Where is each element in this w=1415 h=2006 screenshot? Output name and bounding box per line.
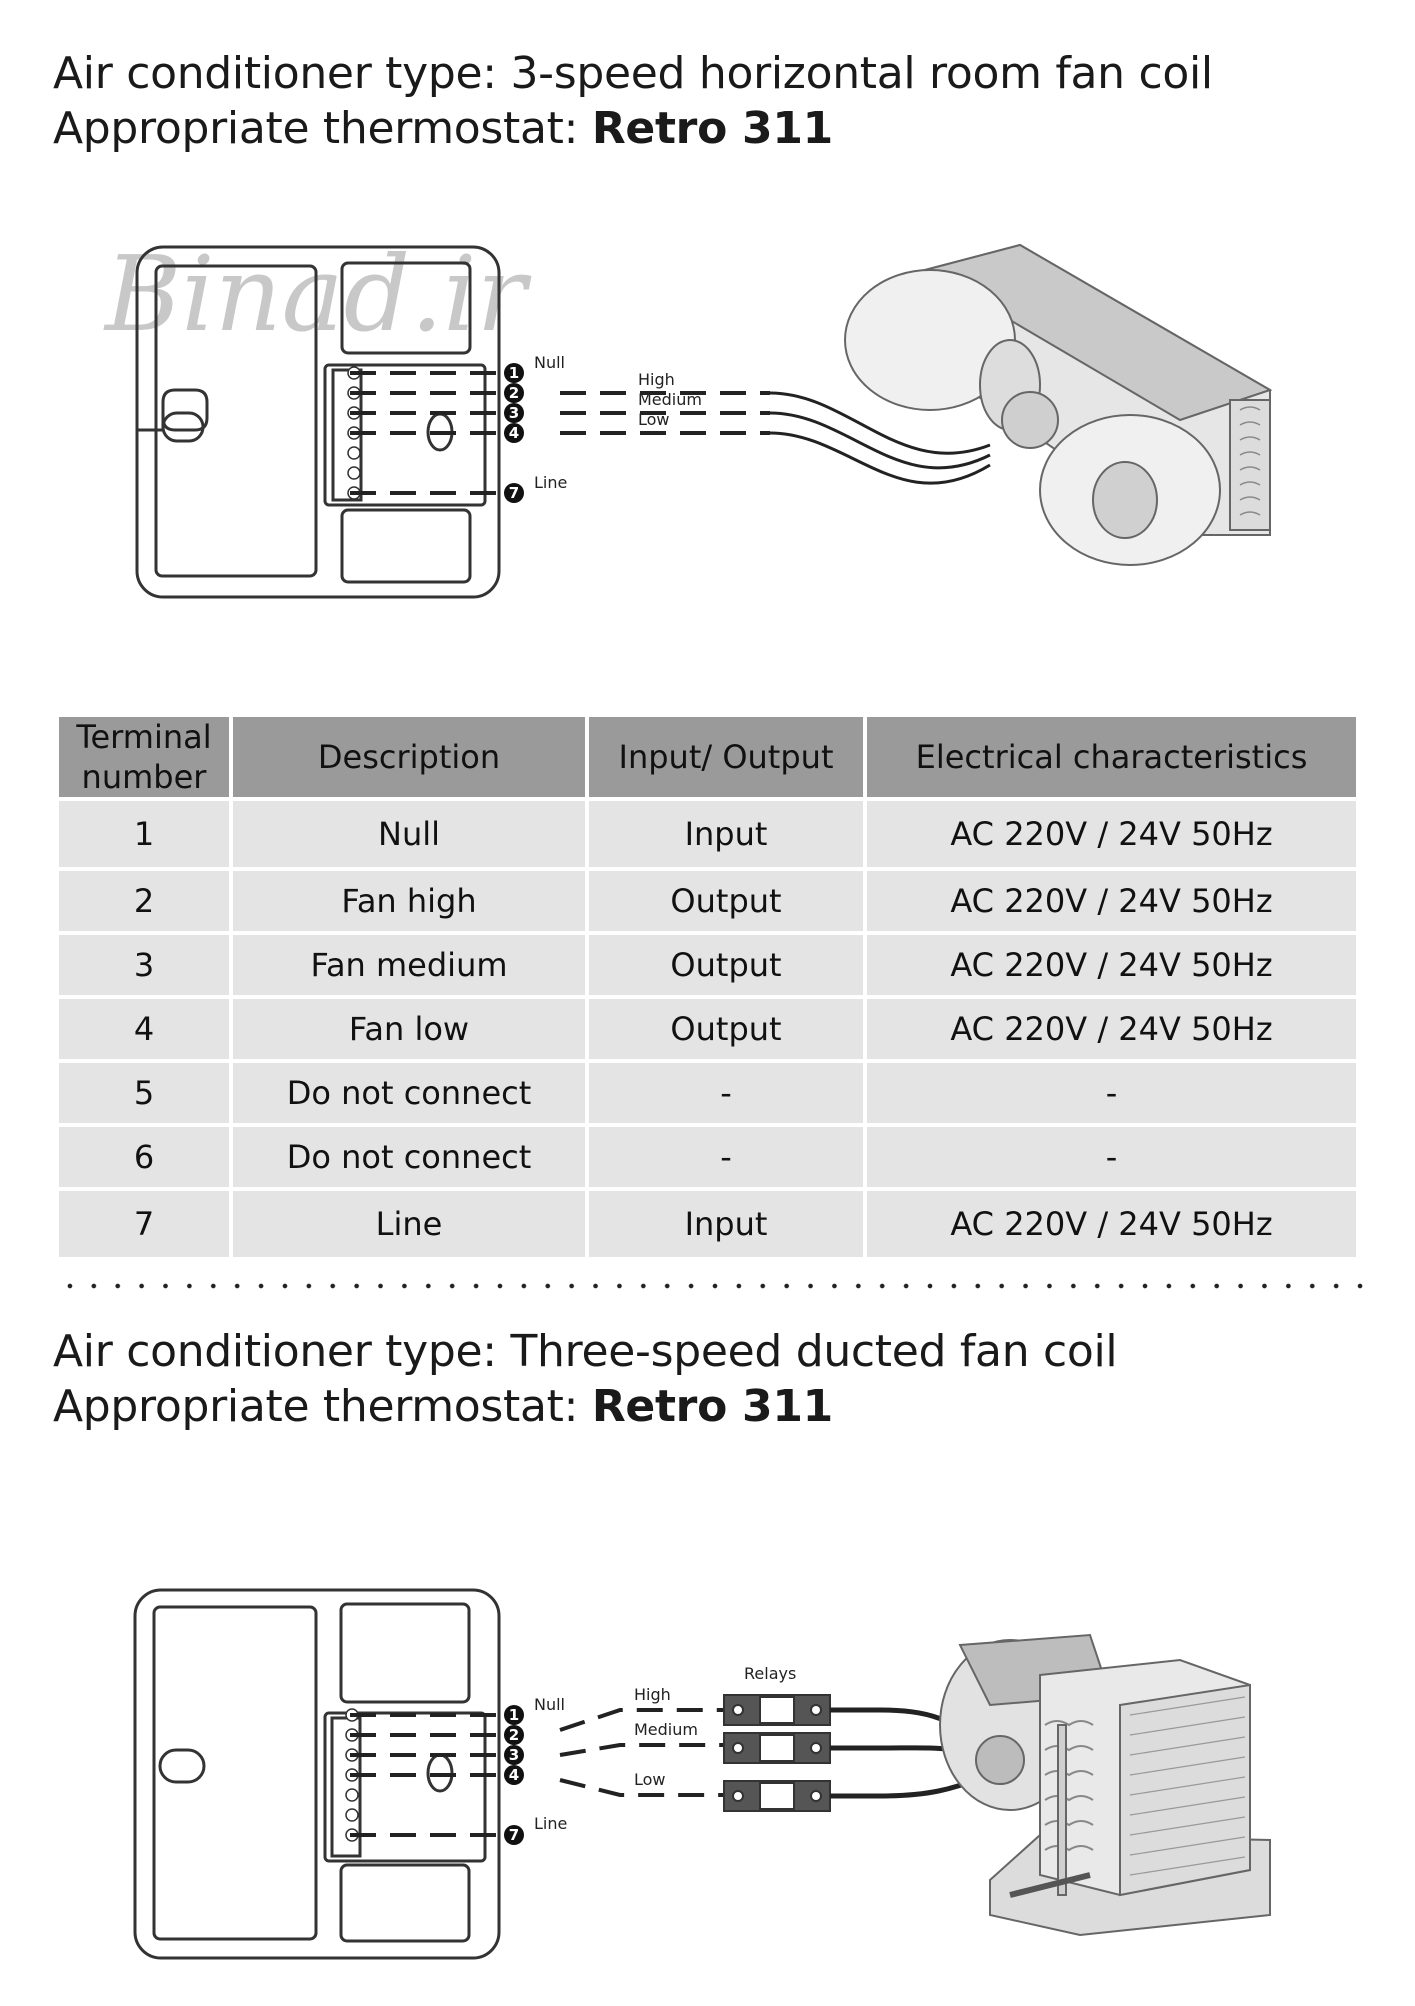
cell-electrical: -: [867, 1063, 1356, 1123]
terminal-number-3: 3: [509, 1746, 519, 1764]
low-label: Low: [638, 410, 670, 429]
cell-electrical: AC 220V / 24V 50Hz: [867, 999, 1356, 1059]
cell-io: Output: [589, 871, 863, 931]
cell-terminal: 7: [59, 1191, 229, 1257]
cell-description: Do not connect: [233, 1127, 585, 1187]
ducted-fan-coil-illustration: [939, 1633, 1271, 1937]
cell-io: Input: [589, 801, 863, 867]
medium-label: Medium: [638, 390, 702, 409]
terminal-number-3: 3: [509, 404, 519, 422]
terminal-number-2: 2: [509, 1726, 519, 1744]
table-row: 2 Fan high Output AC 220V / 24V 50Hz: [59, 871, 1356, 931]
section1-type-text: Air conditioner type: 3-speed horizontal…: [53, 48, 1213, 99]
terminal-number-7: 7: [509, 1826, 519, 1844]
section2-type-text: Air conditioner type: Three-speed ducted…: [53, 1326, 1118, 1377]
section2-thermostat-name: Retro 311: [591, 1381, 833, 1432]
header-electrical-characteristics: Electrical characteristics: [867, 717, 1356, 797]
line-label: Line: [534, 1814, 567, 1833]
section1-thermostat-name: Retro 311: [591, 103, 833, 154]
header-terminal-number: Terminal number: [59, 717, 229, 797]
cell-description: Fan low: [233, 999, 585, 1059]
cell-electrical: AC 220V / 24V 50Hz: [867, 935, 1356, 995]
cell-io: -: [589, 1127, 863, 1187]
relay-low: [723, 1780, 831, 1812]
high-label: High: [638, 370, 675, 389]
section2-thermostat-heading: Appropriate thermostat: Retro 311: [53, 1379, 833, 1435]
table-header-row: Terminal number Description Input/ Outpu…: [59, 717, 1356, 797]
cell-terminal: 6: [59, 1127, 229, 1187]
relays: [723, 1694, 831, 1812]
section1-type-heading: Air conditioner type: 3-speed horizontal…: [53, 46, 1213, 102]
terminal-number-7: 7: [509, 484, 519, 502]
thermostat-backplate: [133, 1588, 501, 1960]
cell-electrical: AC 220V / 24V 50Hz: [867, 801, 1356, 867]
table-row: 5 Do not connect - -: [59, 1063, 1356, 1123]
cell-description: Null: [233, 801, 585, 867]
fan-wires: [769, 391, 991, 485]
line-label: Line: [534, 473, 567, 492]
wiring-diagram-1: Binad.ir: [0, 230, 1415, 630]
cell-terminal: 4: [59, 999, 229, 1059]
terminal-number-1: 1: [509, 1706, 519, 1724]
high-label: High: [634, 1685, 671, 1704]
relay-medium: [723, 1732, 831, 1764]
cell-io: Input: [589, 1191, 863, 1257]
null-label: Null: [534, 353, 565, 372]
cell-terminal: 3: [59, 935, 229, 995]
cell-electrical: -: [867, 1127, 1356, 1187]
table-row: 7 Line Input AC 220V / 24V 50Hz: [59, 1191, 1356, 1257]
wiring-diagram-2: 1 2 3 4 7 Null Line High Medium Low Rela…: [0, 1575, 1415, 1975]
cell-io: Output: [589, 999, 863, 1059]
terminal-number-4: 4: [509, 1766, 519, 1784]
table-row: 4 Fan low Output AC 220V / 24V 50Hz: [59, 999, 1356, 1059]
cell-io: Output: [589, 935, 863, 995]
cell-description: Fan high: [233, 871, 585, 931]
relays-label: Relays: [744, 1664, 796, 1683]
section2-type-heading: Air conditioner type: Three-speed ducted…: [53, 1324, 1118, 1380]
dashed-wires: [350, 371, 770, 495]
cell-electrical: AC 220V / 24V 50Hz: [867, 1191, 1356, 1257]
cell-terminal: 1: [59, 801, 229, 867]
terminal-table: Terminal number Description Input/ Outpu…: [55, 713, 1360, 1261]
cell-terminal: 5: [59, 1063, 229, 1123]
terminal-number-2: 2: [509, 384, 519, 402]
terminal-number-4: 4: [509, 424, 519, 442]
terminal-markers: 1 2 3 4 7: [504, 363, 524, 503]
low-label: Low: [634, 1770, 666, 1789]
terminal-markers: 1 2 3 4 7: [504, 1705, 524, 1845]
table-row: 3 Fan medium Output AC 220V / 24V 50Hz: [59, 935, 1356, 995]
section1-thermostat-prefix: Appropriate thermostat:: [53, 103, 592, 154]
header-input-output: Input/ Output: [589, 717, 863, 797]
header-description: Description: [233, 717, 585, 797]
table-row: 1 Null Input AC 220V / 24V 50Hz: [59, 801, 1356, 867]
cell-description: Fan medium: [233, 935, 585, 995]
null-label: Null: [534, 1695, 565, 1714]
section-divider: [58, 1282, 1368, 1290]
cell-terminal: 2: [59, 871, 229, 931]
section2-thermostat-prefix: Appropriate thermostat:: [53, 1381, 592, 1432]
cell-electrical: AC 220V / 24V 50Hz: [867, 871, 1356, 931]
cell-io: -: [589, 1063, 863, 1123]
medium-label: Medium: [634, 1720, 698, 1739]
terminal-number-1: 1: [509, 364, 519, 382]
cell-description: Do not connect: [233, 1063, 585, 1123]
horizontal-fan-coil-illustration: [844, 243, 1273, 566]
cell-description: Line: [233, 1191, 585, 1257]
dashed-wires: [350, 1708, 725, 1837]
table-row: 6 Do not connect - -: [59, 1127, 1356, 1187]
relay-high: [723, 1694, 831, 1726]
section1-thermostat-heading: Appropriate thermostat: Retro 311: [53, 101, 833, 157]
